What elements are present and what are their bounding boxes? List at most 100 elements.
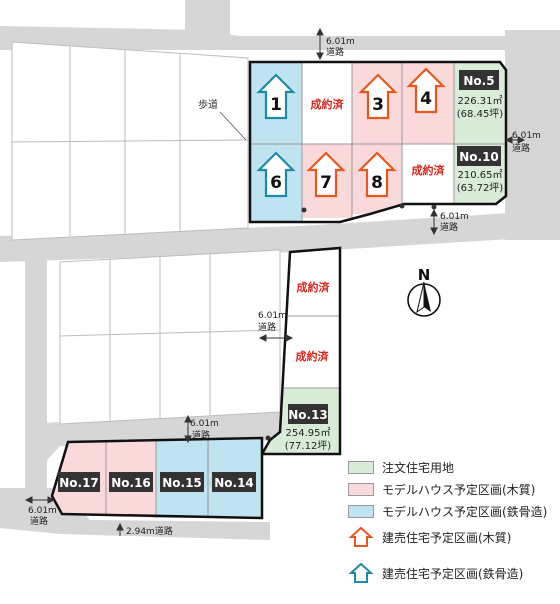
lot-12-sold[interactable] (284, 316, 340, 388)
road-width-label: 6.01m (258, 311, 287, 321)
north-arrow: N (407, 266, 441, 317)
sold-label: 成約済 (296, 349, 330, 363)
lot-15-badge (160, 472, 204, 492)
house-icons (256, 67, 446, 198)
house-outline-teal-icon (348, 562, 374, 583)
road-middle-west (0, 236, 8, 262)
north-label: N (418, 266, 431, 284)
lot-5-area: 226.31㎡ (458, 95, 503, 107)
house-outline-teal-icon (256, 151, 296, 198)
survey-marker-icon (265, 435, 271, 441)
lot-badges: No.5 226.31㎡ (68.45坪) No.10 210.65㎡ (63.… (58, 70, 503, 492)
lot-13-badge (288, 404, 328, 424)
road-dimension-labels: 6.01m 道路 6.01m 道路 6.01m 道路 6.01m 道路 6.01… (28, 37, 541, 537)
lot-2-sold[interactable] (302, 62, 352, 144)
sold-labels: 成約済 成約済 成約済 成約済 (296, 97, 446, 363)
lot-13-tsubo: (77.12坪) (285, 439, 332, 452)
legend-label: 建売住宅予定区画(鉄骨造) (382, 566, 524, 581)
north-block-outline (248, 60, 508, 224)
road-name-label: 道路 (440, 221, 458, 233)
road-width-label: 6.01m (28, 506, 57, 516)
road-width-label: 6.01m (512, 131, 541, 141)
lot-13-area: 254.95㎡ (286, 427, 331, 439)
lot-16-badge (109, 472, 153, 492)
north-lot-lines (250, 62, 506, 222)
lot-1-number: 1 (270, 95, 282, 115)
road-name-label: 道路 (326, 46, 344, 58)
legend-item-model-house-steel: モデルハウス予定区画(鉄骨造) (348, 500, 547, 522)
house-outline-orange-icon (357, 151, 397, 198)
sold-label: 成約済 (311, 97, 345, 111)
road-name-label: 道路 (192, 429, 210, 441)
neighbor-block-sw (59, 249, 281, 425)
south-lot-lines (105, 440, 209, 518)
lot-17-badge (58, 472, 100, 492)
house-outline-teal-icon (256, 73, 296, 120)
legend-item-spec-home-steel: 建売住宅予定区画(鉄骨造) (348, 562, 523, 584)
lot-13-label: No.13 (288, 408, 328, 422)
legend-item-spec-home-wood: 建売住宅予定区画(木質) (348, 526, 511, 548)
lot-3-number: 3 (372, 95, 384, 115)
road-width-label: 6.01m (440, 212, 469, 222)
lot-10-label: No.10 (459, 150, 499, 164)
legend-label: 建売住宅予定区画(木質) (382, 530, 512, 545)
neighbor-line (11, 139, 249, 143)
survey-marker-icon (431, 204, 437, 210)
road-east (505, 30, 560, 240)
compass-needle-icon (424, 282, 431, 312)
legend-item-custom-home-land: 注文住宅用地 (348, 456, 454, 478)
road-north (0, 26, 550, 50)
neighbor-line (59, 329, 281, 337)
sidewalk-label: 歩道 (198, 98, 218, 111)
lot-10-badge (457, 146, 501, 166)
lot-7-number: 7 (320, 173, 332, 193)
lot-numbers: 1 3 4 6 7 8 (270, 89, 432, 193)
lot-10-area: 210.65㎡ (458, 169, 503, 181)
road-width-label: 2.94m道路 (126, 525, 173, 537)
legend-swatch (348, 460, 374, 474)
lot-4-number: 4 (420, 89, 432, 109)
survey-marker-icon (301, 207, 307, 213)
neighbor-parcels (11, 41, 281, 425)
lot-5-badge (459, 70, 499, 90)
road-name-label: 道路 (258, 321, 276, 333)
legend-swatch (348, 504, 374, 518)
house-outline-orange-icon (306, 151, 346, 198)
road-middle (0, 210, 560, 262)
road-name-label: 道路 (512, 142, 530, 154)
lot-5-label: No.5 (463, 74, 494, 88)
legend-label: モデルハウス予定区画(木質) (382, 482, 536, 497)
house-outline-orange-icon (348, 526, 374, 547)
lot-11-sold[interactable] (288, 248, 340, 316)
road-dimension-arrows (24, 27, 526, 536)
sidewalk-leader-line (219, 111, 247, 141)
house-outline-orange-icon (406, 67, 446, 114)
house-outline-orange-icon (358, 73, 398, 120)
compass-needle-icon (416, 281, 425, 314)
road-width-label: 6.01m (326, 37, 355, 47)
lot-5-tsubo: (68.45坪) (457, 107, 504, 120)
road-west (25, 254, 47, 504)
legend-label: 注文住宅用地 (382, 460, 455, 475)
lot-14-label: No.14 (214, 476, 254, 490)
lot-17-label: No.17 (59, 476, 99, 490)
lot-9-sold[interactable] (402, 144, 454, 204)
lot-16-label: No.16 (111, 476, 151, 490)
center-lot-lines (284, 315, 340, 389)
lot-15-label: No.15 (162, 476, 202, 490)
lot-6-number: 6 (270, 173, 282, 193)
road-width-label: 6.01m (190, 419, 219, 429)
survey-markers (265, 203, 437, 441)
survey-marker-icon (399, 203, 405, 209)
lot-14-badge (212, 472, 256, 492)
sold-label: 成約済 (412, 163, 446, 177)
legend-item-model-house-wood: モデルハウス予定区画(木質) (348, 478, 535, 500)
legend-label: モデルハウス予定区画(鉄骨造) (382, 504, 548, 519)
lot-8-number: 8 (371, 173, 383, 193)
road-name-label: 道路 (30, 515, 48, 527)
lot-10-tsubo: (63.72坪) (457, 181, 504, 194)
legend-swatch (348, 482, 374, 496)
south-block-outline (50, 436, 264, 520)
